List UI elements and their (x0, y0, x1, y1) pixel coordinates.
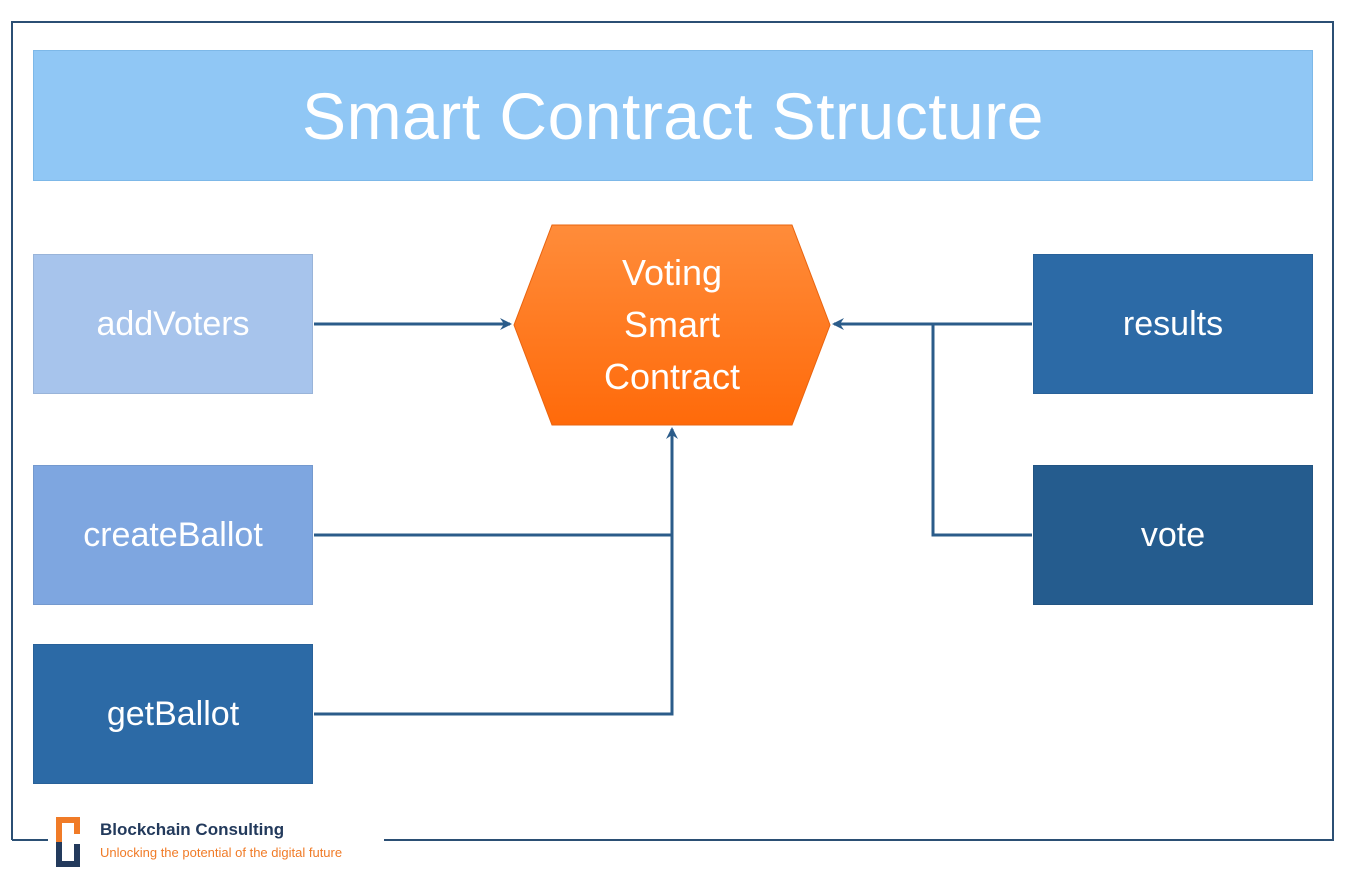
function-createballot-label: createBallot (83, 515, 263, 554)
brand-tagline: Unlocking the potential of the digital f… (100, 845, 343, 860)
function-vote-label: vote (1140, 515, 1206, 554)
function-getballot-box: getBallot (33, 644, 313, 784)
brand-name: Blockchain Consulting (100, 820, 285, 839)
function-vote-box: vote (1033, 465, 1313, 605)
function-getballot-label: getBallot (106, 694, 240, 733)
function-createballot-box: createBallot (33, 465, 313, 605)
connector-getballot (314, 427, 678, 716)
outer-frame (11, 21, 1334, 841)
blockchain-consulting-logo-icon (56, 817, 80, 867)
function-addvoters-box: addVoters (33, 254, 313, 394)
function-results-box: results (1033, 254, 1313, 394)
function-results-label: results (1122, 304, 1224, 343)
function-addvoters-label: addVoters (96, 304, 250, 343)
brand-footer: Blockchain Consulting Unlocking the pote… (48, 808, 384, 870)
connector-vote (931, 324, 1032, 537)
diagram-title: Smart Contract Structure (33, 50, 1313, 181)
voting-contract-hexagon (513, 224, 831, 426)
